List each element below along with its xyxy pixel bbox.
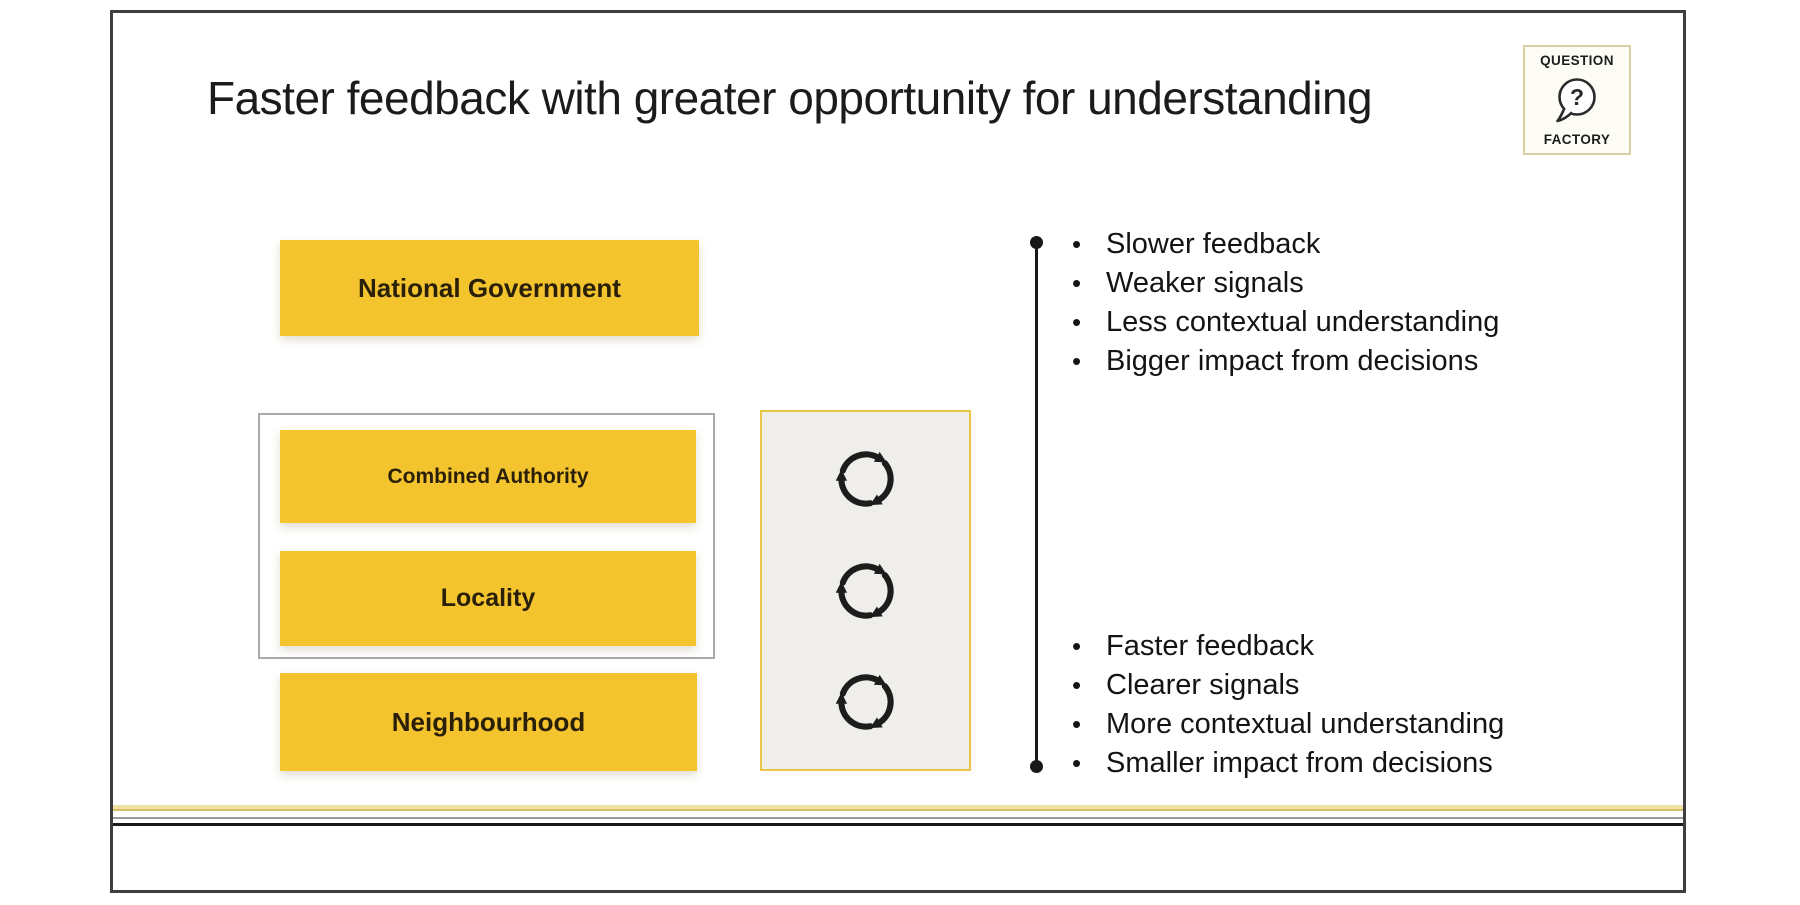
box-national-government: National Government [280,240,699,336]
box-neighbourhood-label: Neighbourhood [391,706,586,737]
bullet-marker: • [1072,229,1082,259]
box-combined-authority-label: Combined Authority [387,464,589,488]
bullet-marker: • [1072,670,1082,700]
box-locality-label: Locality [440,584,536,612]
logo-question-mark: ? [1570,84,1584,110]
bullet-item: • Clearer signals [1072,666,1504,705]
bullet-text: Slower feedback [1106,228,1321,260]
bullet-marker: • [1072,709,1082,739]
combined-locality-group: Combined Authority Locality [258,413,715,659]
bullet-text: Clearer signals [1106,669,1300,701]
box-neighbourhood: Neighbourhood [280,673,697,771]
slide-canvas: Faster feedback with greater opportunity… [110,10,1686,893]
logo-bottom-text: FACTORY [1543,132,1611,147]
footer-black-rule [113,823,1683,826]
bullet-text: Bigger impact from decisions [1106,345,1479,377]
bullet-text: Smaller impact from decisions [1106,747,1493,779]
page-title: Faster feedback with greater opportunity… [207,72,1373,124]
question-factory-logo: QUESTION ? FACTORY [1523,45,1631,155]
bullet-marker: • [1072,307,1082,337]
bullet-marker: • [1072,748,1082,778]
box-combined-authority: Combined Authority [280,430,696,523]
cycle-arrows-icon [822,435,910,523]
box-national-government-label: National Government [358,272,621,303]
cycle-arrows-icon [822,547,910,635]
connector-bottom-dot [1030,760,1043,773]
bullet-item: • Bigger impact from decisions [1072,342,1499,381]
bullet-text: Less contextual understanding [1106,306,1500,338]
feedback-cycles-panel [760,410,971,771]
connector-top-dot [1030,236,1043,249]
bullet-item: • More contextual understanding [1072,705,1504,744]
bullet-text: Weaker signals [1106,267,1304,299]
bullet-text: Faster feedback [1106,630,1314,662]
connector-line [1035,242,1038,766]
bottom-bullet-list: • Faster feedback • Clearer signals • Mo… [1072,627,1504,783]
bullet-item: • Less contextual understanding [1072,303,1499,342]
logo-top-text: QUESTION [1540,53,1614,68]
footer-gray-rule [113,817,1683,819]
top-bullet-list: • Slower feedback • Weaker signals • Les… [1072,225,1499,381]
question-mark-speech-bubble-icon: ? [1556,78,1596,123]
box-locality: Locality [280,551,696,646]
bullet-item: • Weaker signals [1072,264,1499,303]
bullet-text: More contextual understanding [1106,708,1505,740]
cycle-arrows-icon [822,658,910,746]
bullet-item: • Slower feedback [1072,225,1499,264]
bullet-marker: • [1072,268,1082,298]
bullet-marker: • [1072,346,1082,376]
footer-yellow-rule [113,805,1683,811]
bullet-marker: • [1072,631,1082,661]
bullet-item: • Faster feedback [1072,627,1504,666]
bullet-item: • Smaller impact from decisions [1072,744,1504,783]
